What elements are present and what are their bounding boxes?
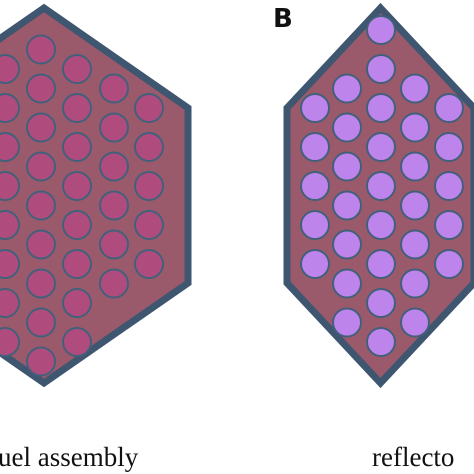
fuel-pin — [99, 268, 129, 299]
reflector-pin — [400, 151, 430, 182]
fuel-pin — [134, 210, 164, 240]
reflector-pin — [366, 171, 396, 201]
reflector-pin — [434, 210, 464, 240]
reflector-pin — [300, 210, 330, 240]
reflector-pin — [332, 151, 362, 182]
fuel-assembly-pins — [0, 34, 164, 377]
fuel-pin — [62, 327, 92, 357]
reflector-pin — [400, 268, 430, 299]
fuel-pin — [0, 288, 20, 318]
reflector-pin — [434, 132, 464, 162]
fuel-pin — [26, 346, 56, 377]
fuel-pin — [134, 171, 164, 201]
reflector-pin — [300, 132, 330, 162]
fuel-pin — [26, 112, 56, 143]
fuel-pin — [0, 132, 20, 162]
fuel-pin — [99, 229, 129, 260]
fuel-assembly-caption: uel assembly — [0, 442, 139, 472]
fuel-pin — [26, 190, 56, 221]
panel-a: uel assembly — [0, 3, 192, 472]
reflector-pin — [332, 307, 362, 338]
reflector-pin — [400, 112, 430, 143]
reflector-pin — [434, 93, 464, 123]
reflector-pin — [400, 307, 430, 338]
reflector-pin — [400, 229, 430, 260]
fuel-pin — [26, 34, 56, 65]
fuel-pin — [99, 151, 129, 182]
reflector-pin — [366, 288, 396, 318]
fuel-pin — [62, 54, 92, 84]
reflector-pin — [332, 112, 362, 143]
reflector-assembly-pins — [300, 15, 464, 357]
reflector-pin — [366, 327, 396, 357]
fuel-pin — [0, 54, 20, 84]
reflector-pin — [366, 210, 396, 240]
reflector-pin — [300, 171, 330, 201]
fuel-pin — [134, 132, 164, 162]
reflector-pin — [332, 268, 362, 299]
fuel-pin — [62, 93, 92, 123]
reflector-pin — [332, 229, 362, 260]
panel-b: B reflecto — [273, 2, 474, 472]
fuel-pin — [62, 171, 92, 201]
fuel-pin — [134, 249, 164, 279]
reflector-pin — [366, 54, 396, 84]
reflector-assembly-caption: reflecto — [372, 442, 454, 472]
fuel-pin — [0, 171, 20, 201]
fuel-pin — [99, 73, 129, 104]
reflector-pin — [300, 249, 330, 279]
fuel-pin — [62, 288, 92, 318]
reflector-pin — [366, 15, 396, 45]
fuel-pin — [99, 112, 129, 143]
fuel-pin — [0, 210, 20, 240]
reflector-pin — [400, 190, 430, 221]
reflector-pin — [434, 249, 464, 279]
fuel-pin — [62, 249, 92, 279]
fuel-pin — [26, 268, 56, 299]
reflector-pin — [366, 93, 396, 123]
fuel-pin — [134, 93, 164, 123]
fuel-pin — [26, 229, 56, 260]
fuel-pin — [26, 151, 56, 182]
reflector-pin — [434, 171, 464, 201]
fuel-pin — [99, 190, 129, 221]
reflector-pin — [332, 73, 362, 104]
reflector-pin — [366, 249, 396, 279]
fuel-pin — [26, 307, 56, 338]
reflector-pin — [300, 93, 330, 123]
reflector-pin — [400, 73, 430, 104]
fuel-pin — [0, 327, 20, 357]
fuel-pin — [0, 249, 20, 279]
fuel-pin — [26, 73, 56, 104]
panel-label-b: B — [273, 4, 293, 34]
reflector-pin — [332, 190, 362, 221]
fuel-pin — [0, 93, 20, 123]
fuel-pin — [62, 210, 92, 240]
reflector-pin — [366, 132, 396, 162]
fuel-pin — [62, 132, 92, 162]
